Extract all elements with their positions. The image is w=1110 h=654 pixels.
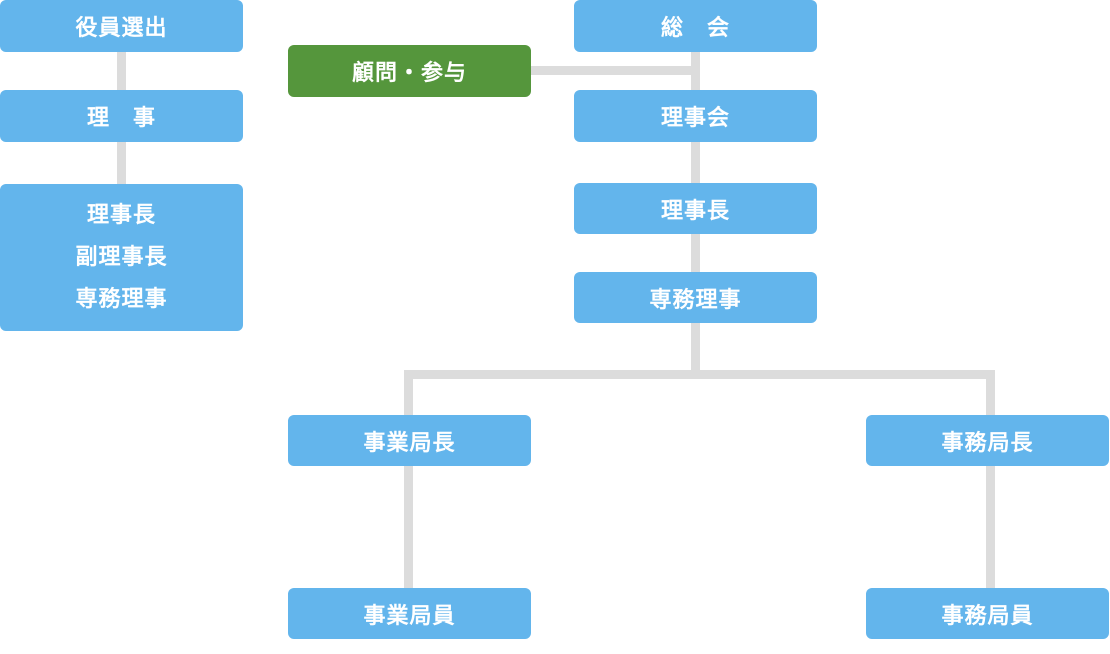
box-secretariat-director: 事務局長	[866, 415, 1109, 466]
box-managing-director: 専務理事	[574, 272, 817, 323]
label-vice-chairman: 副理事長	[75, 244, 168, 270]
label-chairman-main: 理事長	[660, 198, 730, 224]
connector-board-chairman	[691, 142, 700, 183]
label-secretariat-staff: 事務局員	[941, 603, 1034, 629]
label-officer-election: 役員選出	[75, 16, 168, 41]
box-officer-election: 役員選出	[0, 0, 243, 52]
label-board-of-directors: 理事会	[660, 106, 730, 131]
box-general-assembly: 総 会	[574, 0, 817, 52]
box-secretariat-staff: 事務局員	[866, 588, 1109, 639]
label-chairman: 理事長	[86, 202, 156, 228]
connector-split-business	[404, 370, 413, 415]
connector-chairman-managing	[691, 234, 700, 272]
label-managing-director: 専務理事	[75, 286, 168, 312]
connector-secretariat-staff	[986, 466, 995, 588]
label-managing-director-main: 専務理事	[649, 287, 742, 313]
connector-business-staff	[404, 466, 413, 588]
label-directors: 理 事	[86, 106, 156, 131]
box-chairman: 理事長	[574, 183, 817, 234]
label-general-assembly: 総 会	[660, 16, 730, 41]
box-directors: 理 事	[0, 90, 243, 142]
box-business-director: 事業局長	[288, 415, 531, 466]
box-officer-roles: 理事長 副理事長 専務理事	[0, 184, 243, 331]
box-board-of-directors: 理事会	[574, 90, 817, 142]
connector-advisors-branch	[531, 66, 700, 75]
box-business-staff: 事業局員	[288, 588, 531, 639]
box-advisors: 顧問・参与	[288, 45, 531, 97]
connector-election-directors	[117, 52, 126, 90]
connector-directors-officers	[117, 142, 126, 184]
label-secretariat-director: 事務局長	[941, 430, 1034, 456]
connector-managing-split	[691, 323, 700, 377]
label-advisors: 顧問・参与	[351, 61, 467, 86]
connector-horizontal-split	[404, 370, 995, 379]
connector-split-secretariat	[986, 370, 995, 415]
label-business-staff: 事業局員	[363, 603, 456, 629]
label-business-director: 事業局長	[363, 430, 456, 456]
